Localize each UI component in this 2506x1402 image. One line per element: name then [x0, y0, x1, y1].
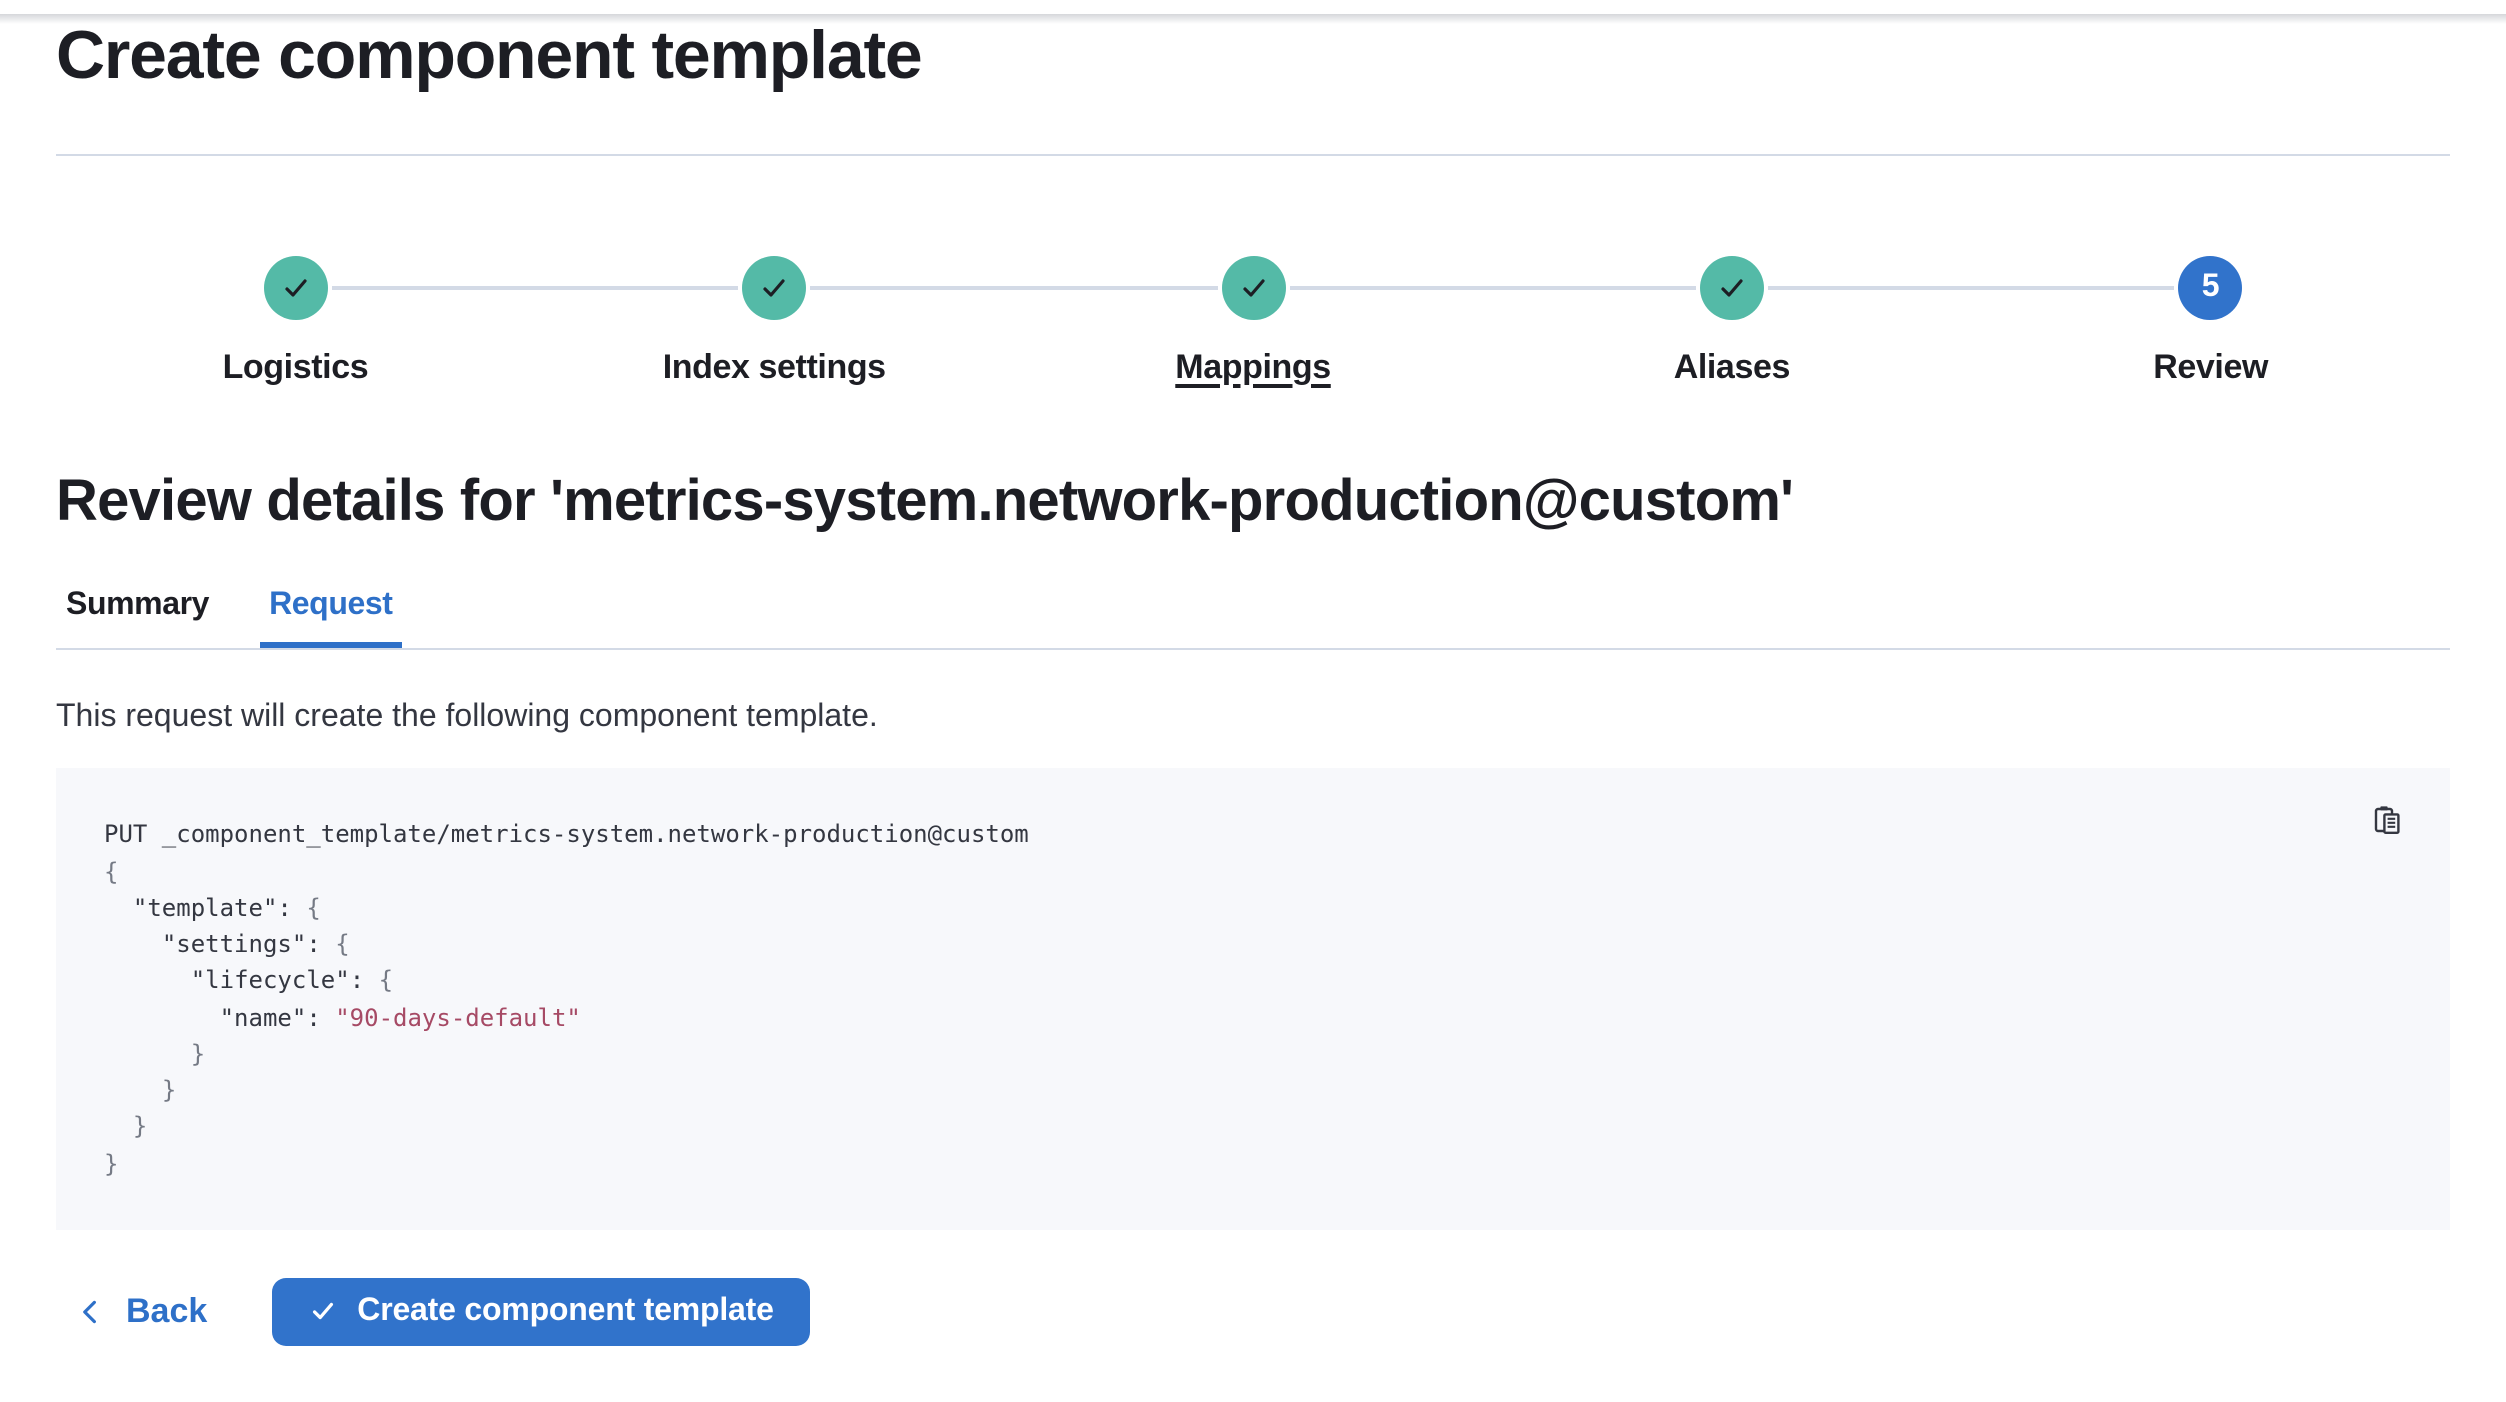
review-tabs: Summary Request	[56, 577, 2450, 651]
check-icon	[284, 278, 307, 296]
stepper: Logistics Index settings Mappings Aliase…	[56, 255, 2450, 387]
copy-button[interactable]	[2362, 797, 2410, 845]
step-logistics[interactable]: Logistics	[56, 255, 536, 387]
check-icon	[1242, 278, 1264, 296]
step-mappings[interactable]: Mappings	[1013, 255, 1494, 387]
tab-summary[interactable]: Summary	[56, 577, 219, 649]
page-title: Create component template	[56, 18, 923, 94]
step-label: Review	[2153, 347, 2269, 385]
check-icon	[312, 1303, 333, 1320]
page-content: Create component template Logistics Inde…	[0, 14, 2506, 1346]
step-label: Index settings	[662, 347, 886, 385]
step-label: Aliases	[1673, 347, 1791, 385]
review-details-heading: Review details for 'metrics-system.netwo…	[56, 469, 1794, 533]
footer-actions: Back Create component template	[56, 1277, 2450, 1346]
step-aliases[interactable]: Aliases	[1492, 255, 1973, 387]
create-button-label: Create component template	[357, 1293, 774, 1328]
step-index-settings[interactable]: Index settings	[534, 255, 1015, 387]
check-icon	[763, 278, 785, 296]
tab-request[interactable]: Request	[259, 577, 402, 649]
create-component-template-button[interactable]: Create component template	[271, 1277, 810, 1346]
check-icon	[1721, 278, 1743, 296]
step-review[interactable]: 5 Review	[1971, 255, 2450, 387]
chevron-left-icon	[83, 1300, 96, 1323]
step-label: Mappings	[1175, 347, 1331, 385]
create-component-template-page: Create component template Logistics Inde…	[0, 14, 2506, 1402]
request-code-block: PUT _component_template/metrics-system.n…	[56, 768, 2450, 1230]
request-description: This request will create the following c…	[56, 700, 878, 735]
back-button[interactable]: Back	[56, 1292, 207, 1332]
step-status-circle	[263, 255, 328, 319]
step-number-badge: 5	[2178, 255, 2243, 319]
step-status-circle	[1699, 255, 1764, 319]
step-status-circle	[1221, 255, 1286, 319]
step-status-circle	[742, 255, 807, 319]
copy-clipboard-icon	[2374, 806, 2400, 835]
request-code: PUT _component_template/metrics-system.n…	[104, 820, 1029, 1178]
title-divider	[56, 153, 2450, 155]
back-button-label: Back	[126, 1291, 208, 1330]
step-label: Logistics	[222, 347, 369, 385]
step-number: 5	[2201, 269, 2220, 303]
